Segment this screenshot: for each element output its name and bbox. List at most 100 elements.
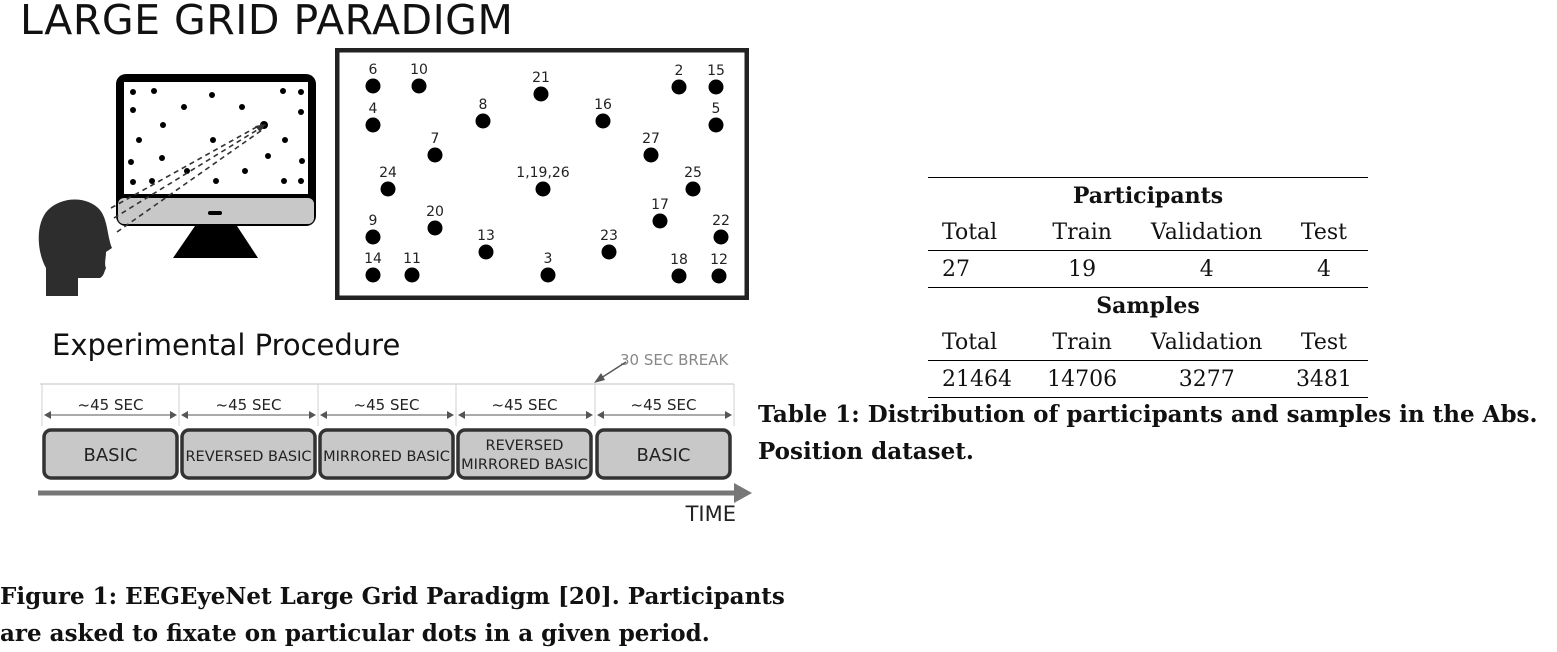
grid-dot [535, 181, 551, 197]
grid-dot [711, 268, 727, 284]
grid-dot [427, 147, 443, 163]
duration-label: ~45 SEC [492, 396, 558, 414]
time-arrow [38, 483, 752, 503]
grid-dot [427, 220, 443, 236]
grid-dot-label: 21 [532, 70, 550, 86]
grid-dot-label: 20 [426, 204, 444, 220]
grid-dot-label: 12 [710, 252, 728, 268]
column-header: Total [942, 219, 998, 245]
grid-dot [533, 86, 549, 102]
grid-dot-label: 7 [431, 131, 440, 147]
grid-dot-label: 5 [712, 101, 721, 117]
grid-dot-label: 9 [369, 213, 378, 229]
participants-values-row: 27 19 4 4 [928, 250, 1368, 288]
procedure-block [180, 428, 317, 480]
grid-dot-label: 18 [670, 252, 688, 268]
time-label: TIME [685, 502, 736, 526]
grid-dot-label: 16 [594, 97, 612, 113]
grid-dot-label: 23 [600, 228, 618, 244]
grid-dot [365, 229, 381, 245]
grid-dot-label: 22 [712, 213, 730, 229]
samples-values-row: 21464 14706 3277 3481 [928, 360, 1368, 398]
procedure-block [318, 428, 455, 480]
grid-dot [365, 267, 381, 283]
samples-group-row: Samples [928, 287, 1368, 324]
grid-dot [685, 181, 701, 197]
table-cell: 4 [1279, 250, 1368, 288]
grid-dot-label: 3 [544, 251, 553, 267]
procedure-block [595, 428, 732, 480]
duration-label: ~45 SEC [216, 396, 282, 414]
grid-dot-label: 8 [479, 97, 488, 113]
grid-dot [365, 78, 381, 94]
grid-dot [601, 244, 617, 260]
grid-dot-label: 2 [675, 63, 684, 79]
participants-column-header-row: Total Train Validation Test [928, 214, 1368, 251]
grid-dot [671, 79, 687, 95]
procedure-block [456, 428, 593, 480]
grid-dot [595, 113, 611, 129]
procedure-block [42, 428, 179, 480]
grid-dot [671, 268, 687, 284]
duration-marker [320, 411, 454, 419]
grid-dot-label: 14 [364, 251, 382, 267]
column-header: Total [942, 329, 998, 355]
column-header: Train [1052, 329, 1112, 355]
break-label: 30 SEC BREAK [620, 351, 730, 369]
procedure-block-label: REVERSED [486, 438, 564, 454]
grid-dot-label: 15 [707, 63, 725, 79]
table-cell: 19 [1030, 250, 1134, 288]
grid-dot [475, 113, 491, 129]
grid-dot [404, 267, 420, 283]
column-header: Validation [1150, 329, 1263, 355]
procedure-block-label: MIRRORED BASIC [323, 449, 450, 465]
grid-dot [652, 213, 668, 229]
grid-dot-label: 17 [651, 197, 669, 213]
table-cell: 4 [1133, 250, 1280, 288]
grid-dot-label: 13 [477, 228, 495, 244]
procedure-block-label: MIRRORED BASIC [461, 457, 588, 473]
grid-dot [713, 229, 729, 245]
grid-dot-label: 6 [369, 62, 378, 78]
samples-column-header-row: Total Train Validation Test [928, 324, 1368, 361]
grid-dot [411, 78, 427, 94]
table-caption: Table 1: Distribution of participants an… [758, 401, 1538, 465]
monitor-icon [116, 74, 316, 258]
duration-marker [181, 411, 316, 419]
participants-header: Participants [928, 177, 1368, 214]
procedure-block-label: BASIC [637, 445, 691, 466]
figure-title: LARGE GRID PARADIGM [20, 0, 514, 44]
duration-marker [458, 411, 593, 419]
table-cell: 3481 [1279, 360, 1368, 398]
duration-label: ~45 SEC [354, 396, 420, 414]
grid-dot-label: 4 [369, 101, 378, 117]
table-cell: 27 [928, 250, 1031, 288]
grid-dot [643, 147, 659, 163]
procedure-title: Experimental Procedure [52, 328, 401, 362]
head-monitor-illustration [38, 74, 316, 296]
procedure-block-label: BASIC [84, 445, 138, 466]
column-header: Test [1300, 219, 1347, 245]
duration-marker [597, 411, 732, 419]
grid-dot-label: 25 [684, 165, 702, 181]
duration-marker [44, 411, 177, 419]
grid-dot [708, 79, 724, 95]
samples-header: Samples [928, 287, 1368, 324]
table-cell: 21464 [928, 360, 1031, 398]
gaze-lines [110, 123, 263, 233]
column-header: Test [1300, 329, 1347, 355]
column-header: Train [1052, 219, 1112, 245]
grid-dot [380, 181, 396, 197]
grid-dot-label: 24 [379, 165, 397, 181]
grid-dot-label: 1,19,26 [516, 165, 570, 181]
table-cell: 3277 [1133, 360, 1280, 398]
grid-dot-label: 10 [410, 62, 428, 78]
grid-dot [708, 117, 724, 133]
procedure-block-label: REVERSED BASIC [185, 449, 311, 465]
participants-group-row: Participants [928, 177, 1368, 214]
duration-label: ~45 SEC [631, 396, 697, 414]
grid-dot [478, 244, 494, 260]
grid-dot [540, 267, 556, 283]
distribution-table: Participants Total Train Validation Test… [928, 177, 1368, 398]
